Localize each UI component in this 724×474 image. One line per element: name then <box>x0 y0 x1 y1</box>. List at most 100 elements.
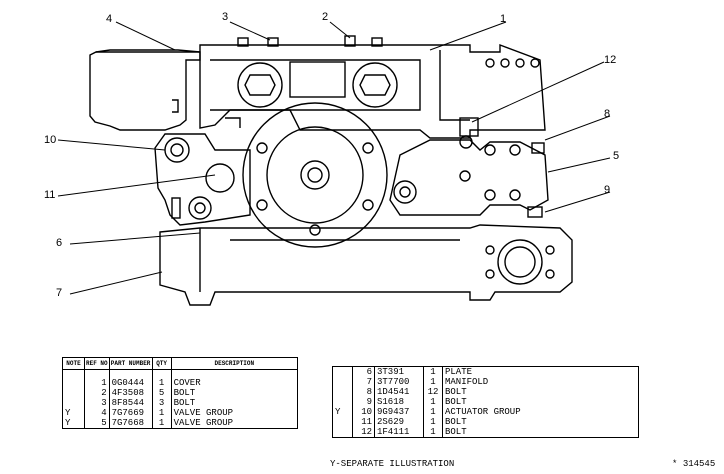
spacer-cell <box>62 369 85 378</box>
note-cell <box>332 397 353 407</box>
note-cell <box>62 398 85 408</box>
note-cell: Y <box>62 408 85 418</box>
description-cell: VALVE GROUP <box>173 418 234 428</box>
callout-8: 8 <box>604 108 611 120</box>
ref-cell: 11 <box>352 417 375 427</box>
cover-outline <box>89 49 201 131</box>
spacer-cell <box>152 369 172 378</box>
note-cell <box>332 387 353 397</box>
description-cell: COVER <box>173 378 201 388</box>
spacer-cell <box>84 369 110 378</box>
callout-3: 3 <box>222 11 229 23</box>
spacer-cell <box>171 370 297 379</box>
ref-cell: 4 <box>84 408 110 418</box>
description-cell: BOLT <box>173 388 196 398</box>
note-cell <box>62 378 85 388</box>
callout-4: 4 <box>106 13 113 25</box>
illustration-number: * 314545 <box>672 459 715 469</box>
round-plate-outline <box>242 102 388 248</box>
ref-cell: 1 <box>84 378 110 388</box>
header-qty: QTY <box>151 357 172 370</box>
separate-illustration-note: Y-SEPARATE ILLUSTRATION <box>330 459 455 469</box>
header-note: NOTE <box>62 357 85 370</box>
qty-cell: 1 <box>423 377 443 387</box>
actuator-group-outline <box>389 117 549 218</box>
spacer-cell <box>109 369 153 378</box>
header-part-number: PART NUMBER <box>108 357 153 370</box>
part-number-cell: 2S629 <box>374 417 424 427</box>
note-cell: Y <box>62 418 85 429</box>
description-cell: PLATE <box>445 367 473 377</box>
qty-cell: 1 <box>152 418 172 429</box>
qty-cell: 1 <box>423 407 443 417</box>
description-cell: BOLT <box>445 417 467 427</box>
callout-11: 11 <box>44 189 56 201</box>
header-ref: REF NO <box>84 357 110 370</box>
callout-1: 1 <box>500 13 507 25</box>
note-cell <box>332 366 353 377</box>
illustration-number-value: 314545 <box>682 459 716 469</box>
qty-cell: 1 <box>152 408 172 418</box>
callout-6: 6 <box>56 237 63 249</box>
description-cell: MANIFOLD <box>445 377 489 387</box>
part-number-cell: 3T391 <box>374 366 424 377</box>
callout-12: 12 <box>604 54 617 66</box>
valve-body-outline <box>199 35 546 139</box>
callout-10: 10 <box>44 134 57 146</box>
ref-cell: 3 <box>84 398 110 408</box>
note-cell <box>332 377 353 387</box>
description-cell: VALVE GROUP <box>173 408 234 418</box>
part-number-cell: 1D4541 <box>374 387 424 397</box>
qty-cell: 3 <box>152 398 172 408</box>
ref-cell: 10 <box>352 407 375 417</box>
description-cell: BOLT <box>445 397 467 407</box>
leader-lines <box>57 21 611 295</box>
ref-cell: 6 <box>352 366 375 377</box>
callout-5: 5 <box>613 150 620 162</box>
note-cell <box>62 388 85 398</box>
qty-cell: 1 <box>152 378 172 388</box>
qty-cell: 1 <box>423 366 443 377</box>
part-number-cell: 8F8544 <box>109 398 153 408</box>
callout-9: 9 <box>604 184 611 196</box>
manifold-outline <box>159 224 573 306</box>
table-header-row: NOTE REF NO PART NUMBER QTY DESCRIPTION <box>62 357 299 370</box>
note-cell: Y <box>332 407 353 417</box>
parts-table-left: NOTE REF NO PART NUMBER QTY DESCRIPTION … <box>62 357 299 429</box>
header-description: DESCRIPTION <box>170 357 299 370</box>
callout-7: 7 <box>56 287 63 299</box>
callout-2: 2 <box>322 11 329 23</box>
qty-cell: 5 <box>152 388 172 398</box>
exploded-parts-drawing <box>57 21 611 306</box>
part-number-cell: S1618 <box>374 397 424 407</box>
actuator-bracket-outline <box>154 133 251 226</box>
part-number-cell: 7G7668 <box>109 418 153 429</box>
qty-cell: 1 <box>423 427 443 438</box>
description-cell: BOLT <box>445 427 467 437</box>
qty-cell: 1 <box>423 397 443 407</box>
qty-cell: 1 <box>423 417 443 427</box>
note-cell <box>332 427 353 438</box>
description-cell: BOLT <box>445 387 467 397</box>
part-number-cell: 4F3508 <box>109 388 153 398</box>
ref-cell: 5 <box>84 418 110 429</box>
part-number-cell: 7G7669 <box>109 408 153 418</box>
qty-cell: 12 <box>423 387 443 397</box>
description-cell: BOLT <box>173 398 196 408</box>
note-cell <box>332 417 353 427</box>
asterisk-mark: * <box>672 459 683 469</box>
ref-cell: 7 <box>352 377 375 387</box>
part-number-cell: 1F4111 <box>374 427 424 438</box>
